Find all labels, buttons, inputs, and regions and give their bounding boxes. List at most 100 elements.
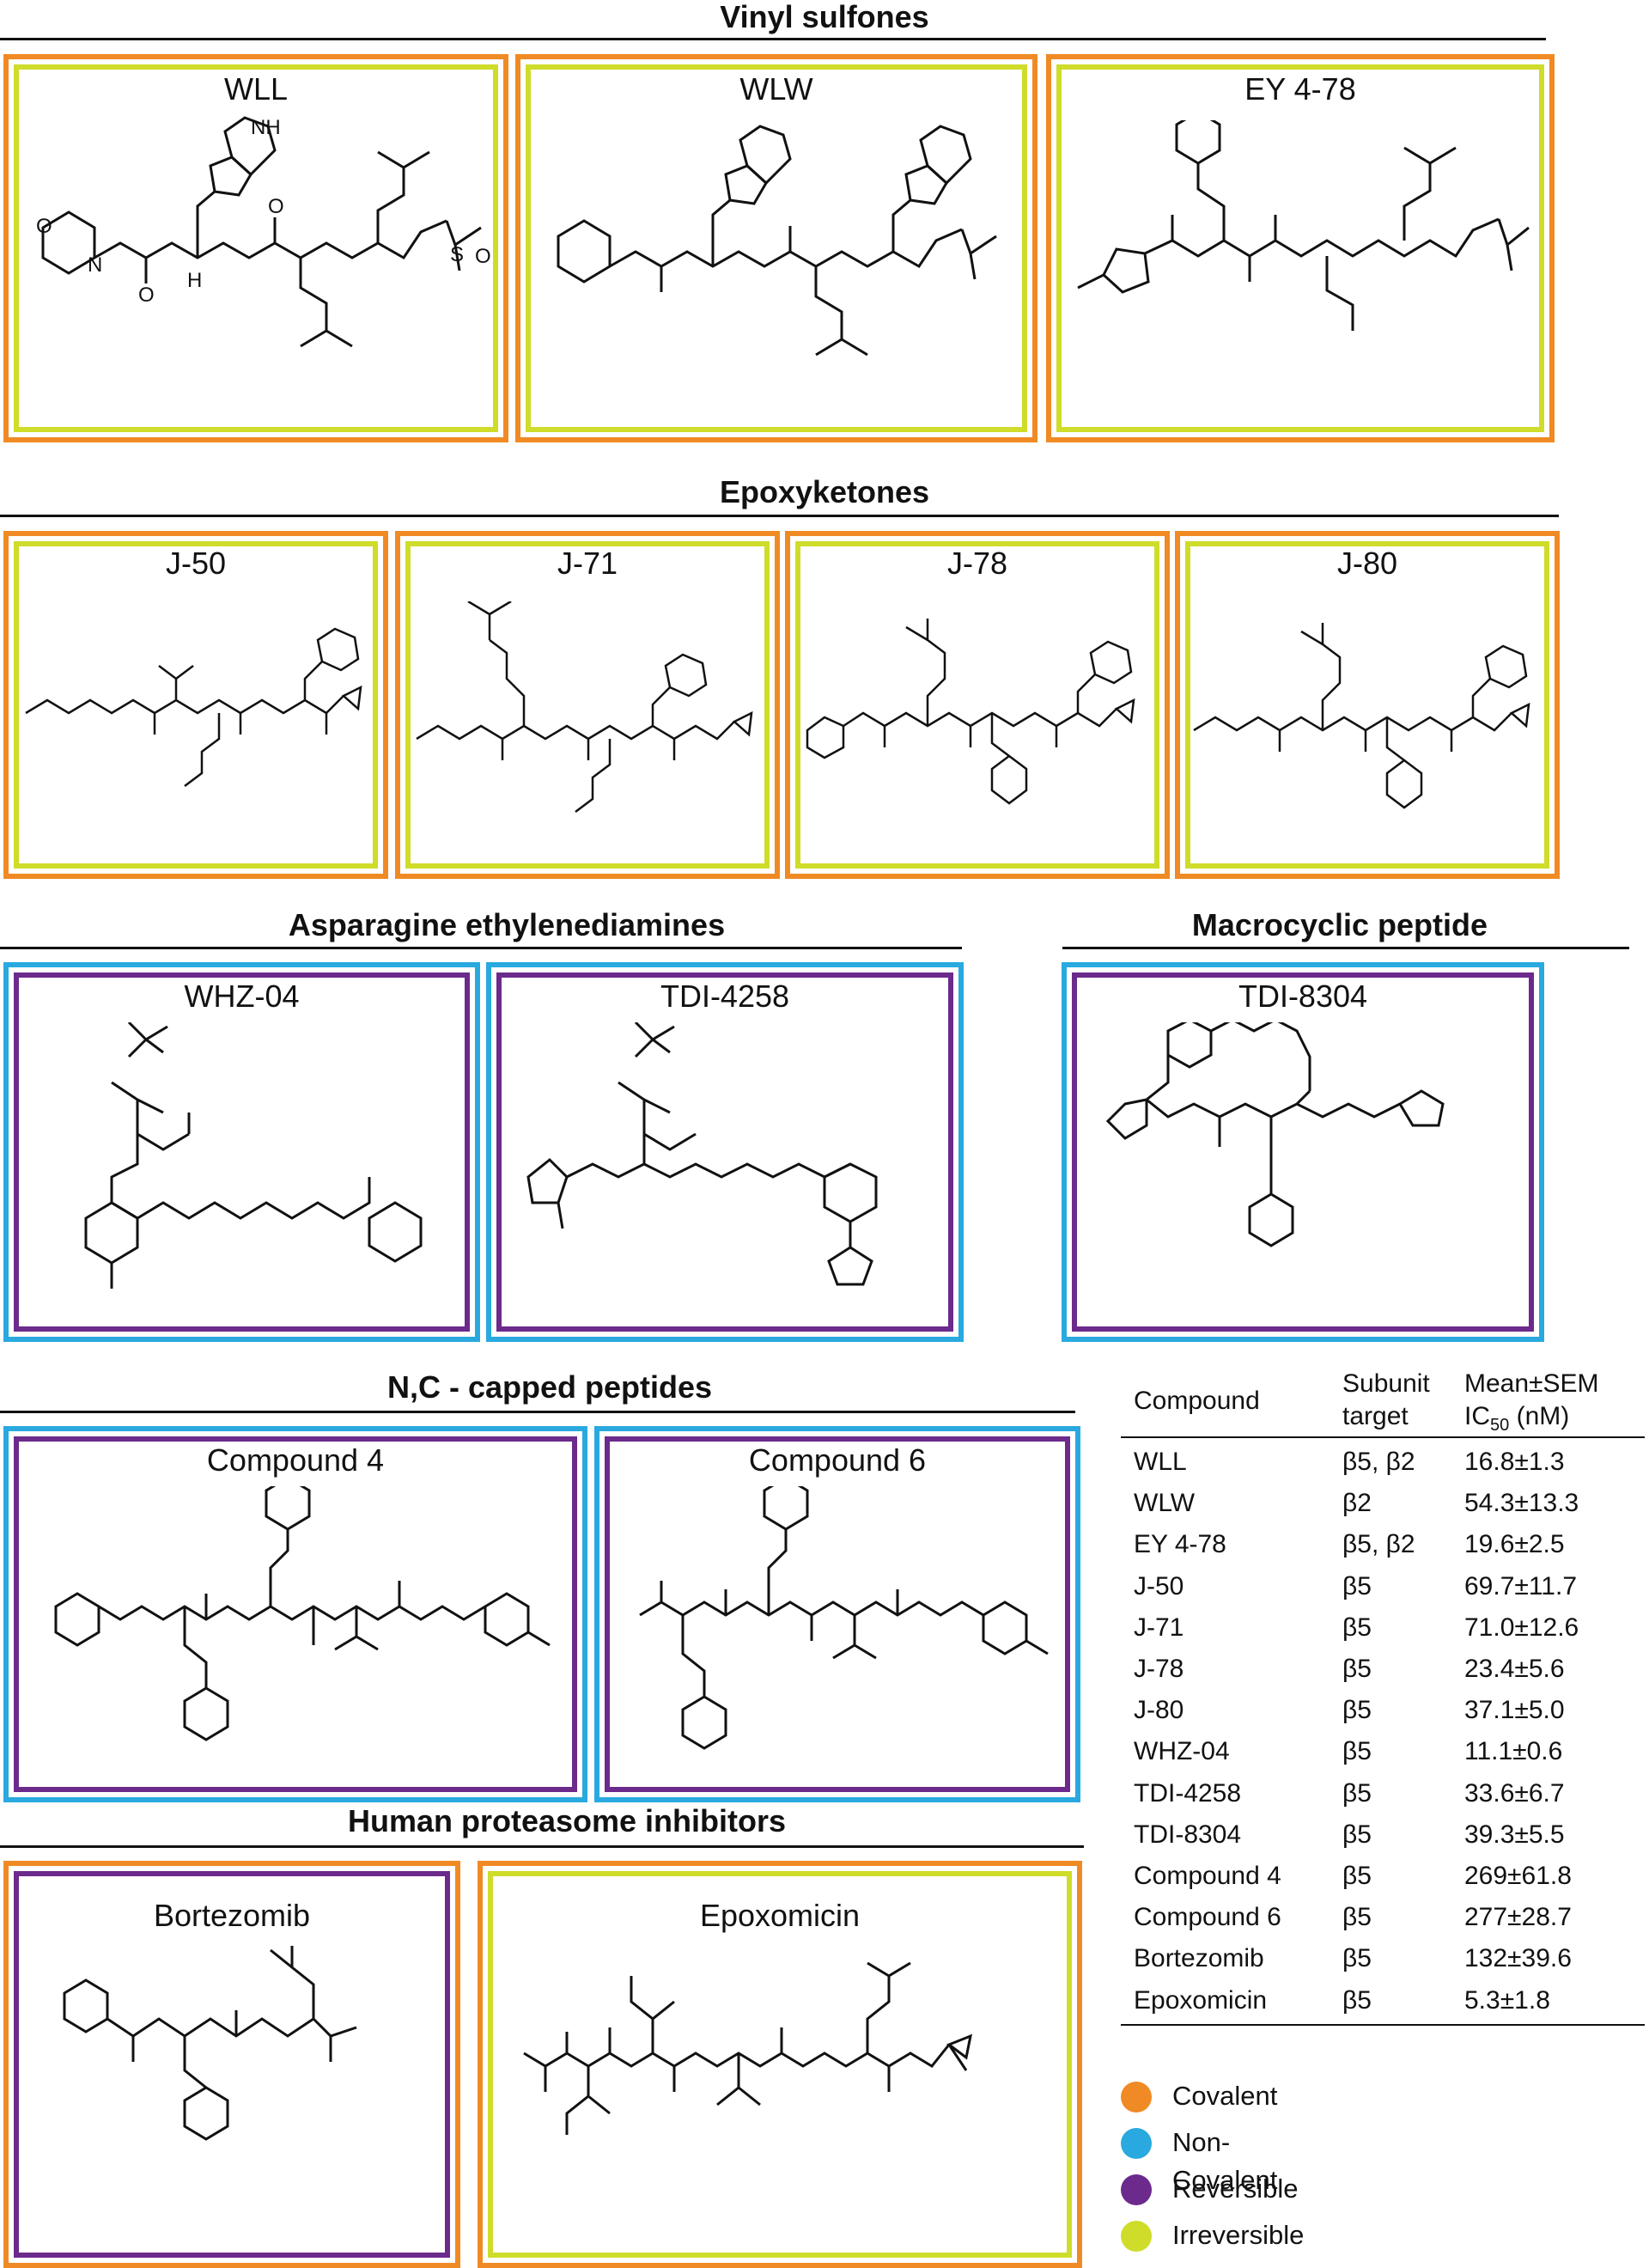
card-whz-04 [3, 962, 480, 1342]
table-cell-compound: J-71 [1134, 1613, 1184, 1642]
section-title-epoxyketones: Epoxyketones [719, 474, 930, 509]
compound-name-ey-4-78: EY 4-78 [1244, 71, 1356, 107]
table-cell-value: 16.8±1.3 [1464, 1448, 1565, 1476]
table-header-mean-sem: Mean±SEM [1464, 1369, 1599, 1398]
table-cell-value: 19.6±2.5 [1464, 1530, 1565, 1559]
table-cell-compound: TDI-4258 [1134, 1778, 1242, 1808]
table-cell-value: 5.3±1.8 [1464, 1985, 1550, 2015]
card-bortezomib-inner [14, 1871, 450, 2258]
legend-label: Reversible [1172, 2174, 1299, 2204]
compound-name-j-50: J-50 [165, 546, 227, 581]
table-cell-target: β5 [1342, 1985, 1372, 2015]
section-title-nc-capped-peptides: N,C - capped peptides [386, 1369, 713, 1405]
table-header-ic: IC [1464, 1402, 1490, 1430]
legend-label: Irreversible [1172, 2220, 1305, 2250]
section-rule-vinyl-sulfones [0, 38, 1546, 40]
table-cell-target: β5 [1342, 1903, 1372, 1932]
compound-name-tdi-4258: TDI-4258 [660, 979, 790, 1014]
section-title-macrocyclic-peptide: Macrocyclic peptide [1191, 907, 1488, 942]
table-cell-compound: EY 4-78 [1134, 1530, 1226, 1559]
table-cell-target: β5 [1342, 1944, 1372, 1973]
legend-label: Non-Covalent [1172, 2127, 1278, 2195]
table-header-compound: Compound [1134, 1387, 1260, 1415]
atom-label: O [475, 245, 491, 268]
card-epoxomicin [478, 1861, 1082, 2268]
card-wlw-inner [526, 64, 1027, 432]
card-ey-4-78-inner [1056, 64, 1544, 432]
legend-swatch [1121, 2221, 1152, 2252]
legend-swatch [1121, 2082, 1152, 2113]
compound-name-j-80: J-80 [1336, 546, 1398, 581]
section-rule-asparagine-ethylenediamines [0, 947, 962, 949]
compound-name-bortezomib: Bortezomib [153, 1898, 311, 1933]
table-cell-value: 11.1±0.6 [1464, 1737, 1563, 1766]
section-rule-epoxyketones [0, 515, 1559, 517]
table-cell-compound: TDI-8304 [1134, 1820, 1242, 1849]
compound-name-compound-6: Compound 6 [748, 1442, 927, 1478]
table-cell-compound: Compound 6 [1134, 1903, 1281, 1932]
table-cell-compound: Bortezomib [1134, 1944, 1264, 1973]
structure-compound-4 [30, 1486, 563, 1778]
atom-label: N [88, 253, 103, 277]
structure-wll: O N O H NH O S O [26, 116, 491, 374]
table-cell-compound: WLL [1134, 1448, 1187, 1476]
card-j-71 [395, 531, 780, 879]
table-bottom-rule [1121, 2024, 1645, 2026]
card-j-50-inner [14, 541, 378, 869]
table-cell-value: 69.7±11.7 [1464, 1571, 1578, 1600]
table-cell-compound: WLW [1134, 1489, 1196, 1518]
card-j-80 [1175, 531, 1560, 879]
section-title-human-proteasome-inhibitors: Human proteasome inhibitors [347, 1803, 787, 1838]
compound-name-epoxomicin: Epoxomicin [699, 1898, 861, 1933]
card-wll-inner [14, 64, 498, 432]
section-rule-human-proteasome-inhibitors [0, 1845, 1084, 1848]
table-cell-target: β5 [1342, 1696, 1372, 1725]
table-cell-value: 269±61.8 [1464, 1862, 1572, 1890]
atom-label: NH [251, 116, 281, 139]
structure-ey-4-78 [1069, 120, 1533, 387]
card-j-50 [3, 531, 388, 879]
table-cell-target: β5 [1342, 1862, 1372, 1890]
atom-label: O [138, 284, 155, 307]
table-cell-value: 37.1±5.0 [1464, 1696, 1565, 1725]
table-cell-compound: Compound 4 [1134, 1862, 1281, 1890]
table-cell-target: β5, β2 [1342, 1530, 1415, 1559]
table-cell-compound: WHZ-04 [1134, 1737, 1230, 1766]
table-cell-target: β2 [1342, 1489, 1372, 1518]
table-header-subunit: Subunit [1342, 1369, 1430, 1398]
table-row: WLL β5, β2 16.8±1.3 [1121, 1442, 1645, 1483]
card-tdi-8304-inner [1072, 972, 1534, 1332]
card-j-80-inner [1185, 541, 1549, 869]
compound-name-tdi-8304: TDI-8304 [1238, 979, 1368, 1014]
structure-j-50 [21, 601, 374, 825]
card-j-71-inner [405, 541, 770, 869]
structure-compound-6 [631, 1486, 1061, 1778]
table-cell-compound: J-78 [1134, 1655, 1184, 1683]
card-wll [3, 54, 508, 442]
section-rule-nc-capped-peptides [0, 1411, 1075, 1413]
card-ey-4-78 [1046, 54, 1555, 442]
structure-j-80 [1190, 601, 1550, 859]
table-cell-target: β5, β2 [1342, 1448, 1415, 1476]
table-cell-target: β5 [1342, 1820, 1372, 1849]
card-compound-6-inner [605, 1436, 1070, 1792]
structure-bortezomib [47, 1942, 425, 2234]
table-cell-target: β5 [1342, 1613, 1372, 1642]
card-j-78-inner [795, 541, 1159, 869]
table-header-rule [1121, 1436, 1645, 1438]
legend-swatch [1121, 2174, 1152, 2205]
compound-name-wll: WLL [223, 71, 289, 107]
table-cell-target: β5 [1342, 1737, 1372, 1766]
legend-swatch [1121, 2128, 1152, 2159]
table-cell-value: 71.0±12.6 [1464, 1613, 1579, 1642]
table-header-unit: (nM) [1516, 1402, 1570, 1430]
table-header-target: target [1342, 1402, 1409, 1430]
